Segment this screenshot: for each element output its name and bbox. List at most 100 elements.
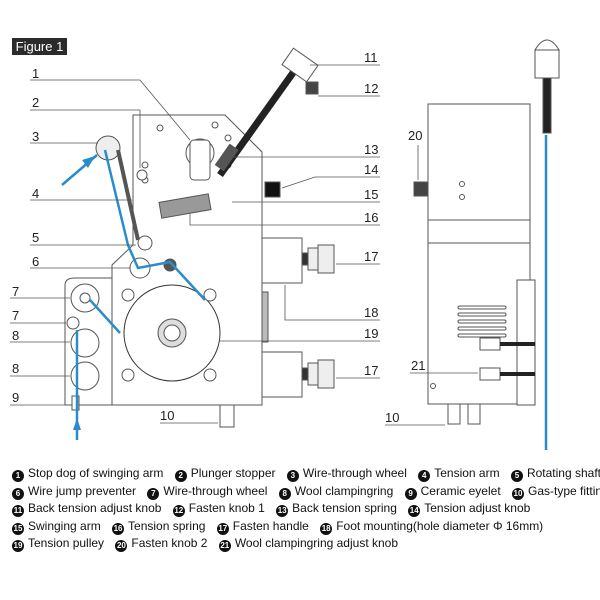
legend-number-badge: 11 [12,505,24,517]
legend-label: Wire jump preventer [28,483,137,498]
legend-number-badge: 18 [320,522,333,535]
callout-20: 20 [408,128,422,143]
callout-9: 9 [12,390,19,405]
fasten-handle-lower [301,359,335,389]
clampingring-knob [479,337,501,351]
callout-8b: 8 [12,361,19,376]
legend-number-badge: 1 [12,470,24,482]
callout-11: 11 [364,50,378,65]
callout-18: 18 [364,305,378,320]
callout-15: 15 [364,187,378,202]
fasten-knob-2 [413,181,429,197]
callout-2: 2 [32,95,39,110]
legend-item: 11 Back tension adjust knob [12,500,161,518]
legend-label: Back tension adjust knob [28,501,162,515]
callout-10-side: 10 [385,410,399,425]
legend-label: Wire-through wheel [302,466,407,480]
legend-number-badge: 12 [172,505,185,517]
callout-7b: 7 [12,308,19,323]
callout-8a: 8 [12,328,19,343]
legend-number-badge: 16 [112,522,125,535]
ceramic-eyelet [71,395,80,411]
legend-label: Foot mounting(hole diameter Φ 16mm) [336,518,544,533]
callout-12: 12 [364,81,378,96]
legend-label: Fasten handle [232,518,309,533]
legend-number-badge: 15 [12,522,24,535]
side-view [413,39,560,425]
leader-lines [10,64,478,426]
callout-14: 14 [364,162,378,177]
back-tension-knob [281,47,319,83]
figure-label: Figure 1 [12,38,67,55]
callout-5: 5 [32,230,39,245]
wire-wheel-top [95,135,121,161]
legend-number-badge: 3 [286,470,299,482]
callout-17b: 17 [364,363,378,378]
legend-label: Tension pulley [28,536,105,550]
legend-number-badge: 19 [12,540,24,552]
legend-number-badge: 5 [510,470,523,482]
legend-label: Tension arm [434,466,500,480]
wire-wheel-7b [66,316,80,330]
wool-clamp-8b [70,361,100,391]
tension-spring [158,193,212,219]
legend-item: 19 Tension pulley [12,535,104,553]
callout-3: 3 [32,129,39,144]
legend-number-badge: 17 [216,522,229,535]
wool-clamp-8a [70,328,100,358]
back-tension-spring [214,143,239,172]
legend-label: Fasten knob 2 [131,536,208,550]
legend-label: Wool clampingring adjust knob [234,536,399,550]
legend-number-badge: 21 [218,540,231,552]
side-body [427,103,531,405]
callout-13: 13 [364,142,378,157]
tension-arm [116,149,140,241]
legend-label: Swinging arm [28,518,101,533]
callout-19: 19 [364,326,378,341]
legend-label: Plunger stopper [190,466,276,480]
thread-arrow-out [82,156,95,168]
legend-number-badge: 2 [174,470,187,482]
legend-label: Fasten knob 1 [188,501,265,515]
front-view [64,47,335,428]
callout-16: 16 [364,210,378,225]
legend-label: Rotating shaft [526,466,600,480]
callout-17a: 17 [364,249,378,264]
legend-label: Back tension spring [292,501,397,515]
legend-number-badge: 13 [276,505,289,517]
legend-label: Wire-through wheel [163,483,268,498]
foot-mounting [261,291,269,343]
callout-1: 1 [32,66,39,81]
fasten-knob-1 [305,81,319,95]
rotating-shaft [137,235,153,251]
legend-number-badge: 14 [408,505,421,517]
legend-number-badge: 10 [512,487,524,500]
legend-number-badge: 9 [404,487,417,500]
legend-number-badge: 20 [115,540,128,552]
tension-adjust-knob [264,181,281,198]
legend-number-badge: 4 [418,470,431,482]
legend-label: Tension spring [128,518,206,533]
tensioner-diagram: 1 2 3 4 5 6 7 7 8 8 9 10 11 12 13 14 15 … [10,39,560,450]
callout-4: 4 [32,186,39,201]
plate-bolts [121,121,232,382]
gas-fitting [219,404,235,428]
legend-number-badge: 8 [278,487,291,500]
